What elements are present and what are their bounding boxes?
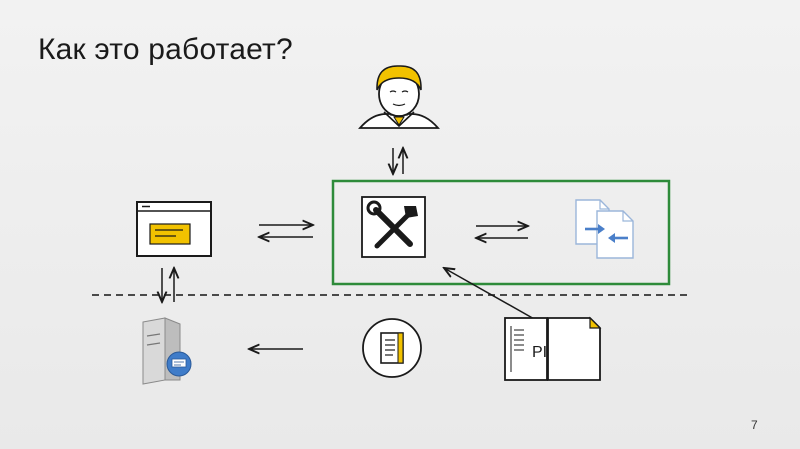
slide-title: Как это работает? — [38, 33, 293, 66]
highlight-box — [331, 179, 671, 286]
browser-window-icon — [136, 201, 212, 257]
paper-documents-icon: PI — [504, 316, 602, 381]
person-icon — [358, 65, 440, 129]
document-compare-icon — [575, 199, 634, 259]
server-icon — [142, 317, 192, 385]
wrench-hammer-icon — [361, 196, 426, 258]
page-number: 7 — [751, 418, 758, 432]
paper-label: PI — [532, 344, 547, 361]
notebook-icon — [362, 318, 422, 378]
arrow-to-tools — [444, 268, 537, 321]
